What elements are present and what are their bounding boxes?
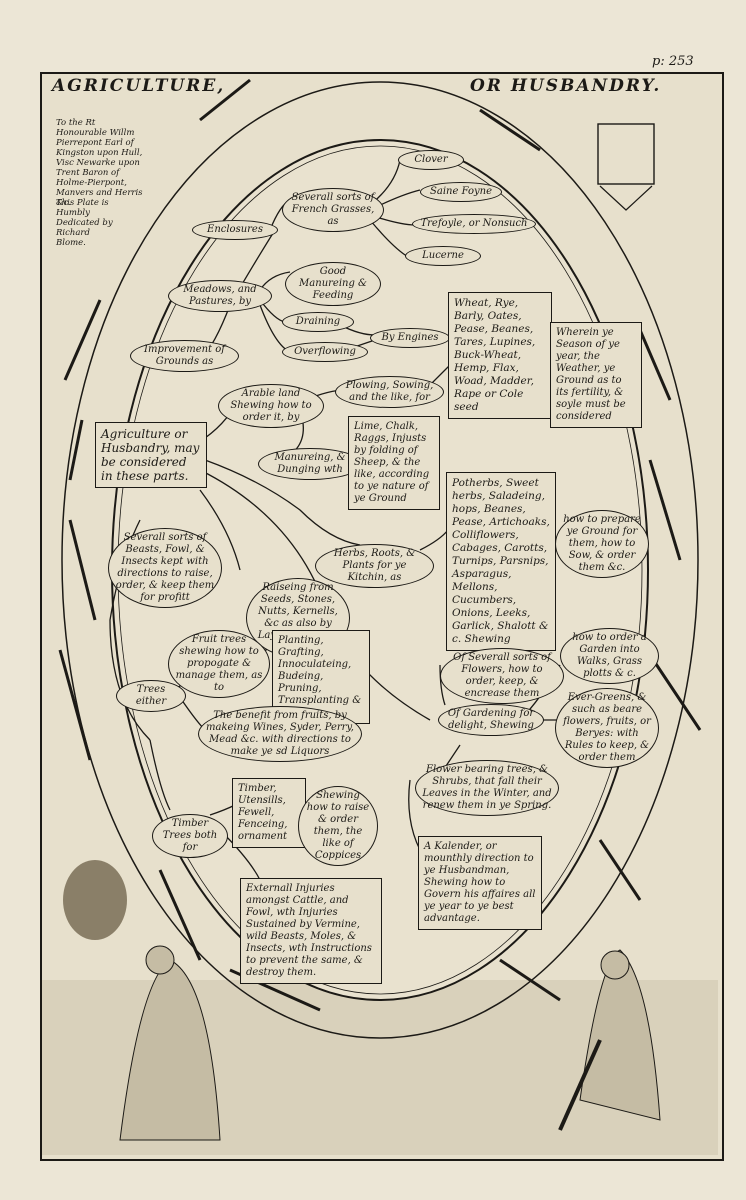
good-manuring-node: Good Manureing & Feeding xyxy=(285,262,381,306)
enclosures-node: Enclosures xyxy=(192,220,278,240)
meadows-node: Meadows, and Pastures, by xyxy=(168,280,272,312)
season-node: Wherein ye Season of ye year, the Weathe… xyxy=(550,322,642,428)
flowers-node: Of Severall sorts of Flowers, how to ord… xyxy=(440,648,564,704)
saine-foyne-node: Saine Foyne xyxy=(420,182,502,202)
grains-node: Wheat, Rye, Barly, Oates, Pease, Beanes,… xyxy=(448,292,552,419)
page-number: p: 253 xyxy=(652,54,694,69)
lime-node: Lime, Chalk, Raggs, Injusts by folding o… xyxy=(348,416,440,510)
outer-oval xyxy=(61,81,699,1039)
trefoyle-node: Trefoyle, or Nonsuch xyxy=(412,214,536,234)
manuring-node: Manureing, & Dunging wth xyxy=(258,448,362,480)
trees-either-node: Trees either xyxy=(116,680,186,712)
lucerne-node: Lucerne xyxy=(405,246,481,266)
dedication-text: To the Rt Honourable Willm Pierrepont Ea… xyxy=(56,118,143,208)
draining-node: Draining xyxy=(282,312,354,332)
herbs-node: Herbs, Roots, & Plants for ye Kitchin, a… xyxy=(315,544,434,588)
tree-shape xyxy=(63,860,127,940)
kalender-node: A Kalender, or mounthly direction to ye … xyxy=(418,836,542,930)
benefit-node: The benefit from fruits, by makeing Wine… xyxy=(198,706,362,762)
beasts-node: Severall sorts of Beasts, Fowl, & Insect… xyxy=(108,528,222,608)
title-left: AGRICULTURE, xyxy=(52,76,226,96)
root-node: Agriculture or Husbandry, may be conside… xyxy=(95,422,207,488)
plowing-node: Plowing, Sowing, and the like, for xyxy=(335,376,444,408)
garden-node: how to order a Garden into Walks, Grass … xyxy=(560,628,659,684)
title-right: OR HUSBANDRY. xyxy=(470,76,662,96)
engines-node: By Engines xyxy=(370,328,450,348)
prepare-node: how to prepare ye Ground for them, how t… xyxy=(555,510,649,578)
potherbs-node: Potherbs, Sweet herbs, Saladeing, hops, … xyxy=(446,472,556,651)
fruit-trees-node: Fruit trees shewing how to propogate & m… xyxy=(168,630,270,698)
coppices-node: Shewing how to raise & order them, the l… xyxy=(298,786,378,866)
evergreens-node: Ever-Greens, & such as beare flowers, fr… xyxy=(555,688,659,768)
french-grasses-node: Severall sorts of French Grasses, as xyxy=(282,188,384,232)
dedication-signature: This Plate is Humbly Dedicated by Richar… xyxy=(56,198,113,248)
timber-trees-node: Timber Trees both for xyxy=(152,814,228,858)
gardening-node: Of Gardening for delight, Shewing xyxy=(438,704,544,736)
injuries-node: Externall Injuries amongst Cattle, and F… xyxy=(240,878,382,984)
overflowing-node: Overflowing xyxy=(282,342,368,362)
digger-figure xyxy=(579,949,661,1121)
improvement-node: Improvement of Grounds as xyxy=(130,340,239,372)
flower-trees-node: Flower bearing trees, & Shrubs, that fal… xyxy=(415,760,559,816)
arable-node: Arable land Shewing how to order it, by xyxy=(218,384,324,428)
clover-node: Clover xyxy=(398,150,464,170)
crest-shield xyxy=(597,123,655,185)
timber-node: Timber, Utensills, Fewell, Fenceing, orn… xyxy=(232,778,306,848)
